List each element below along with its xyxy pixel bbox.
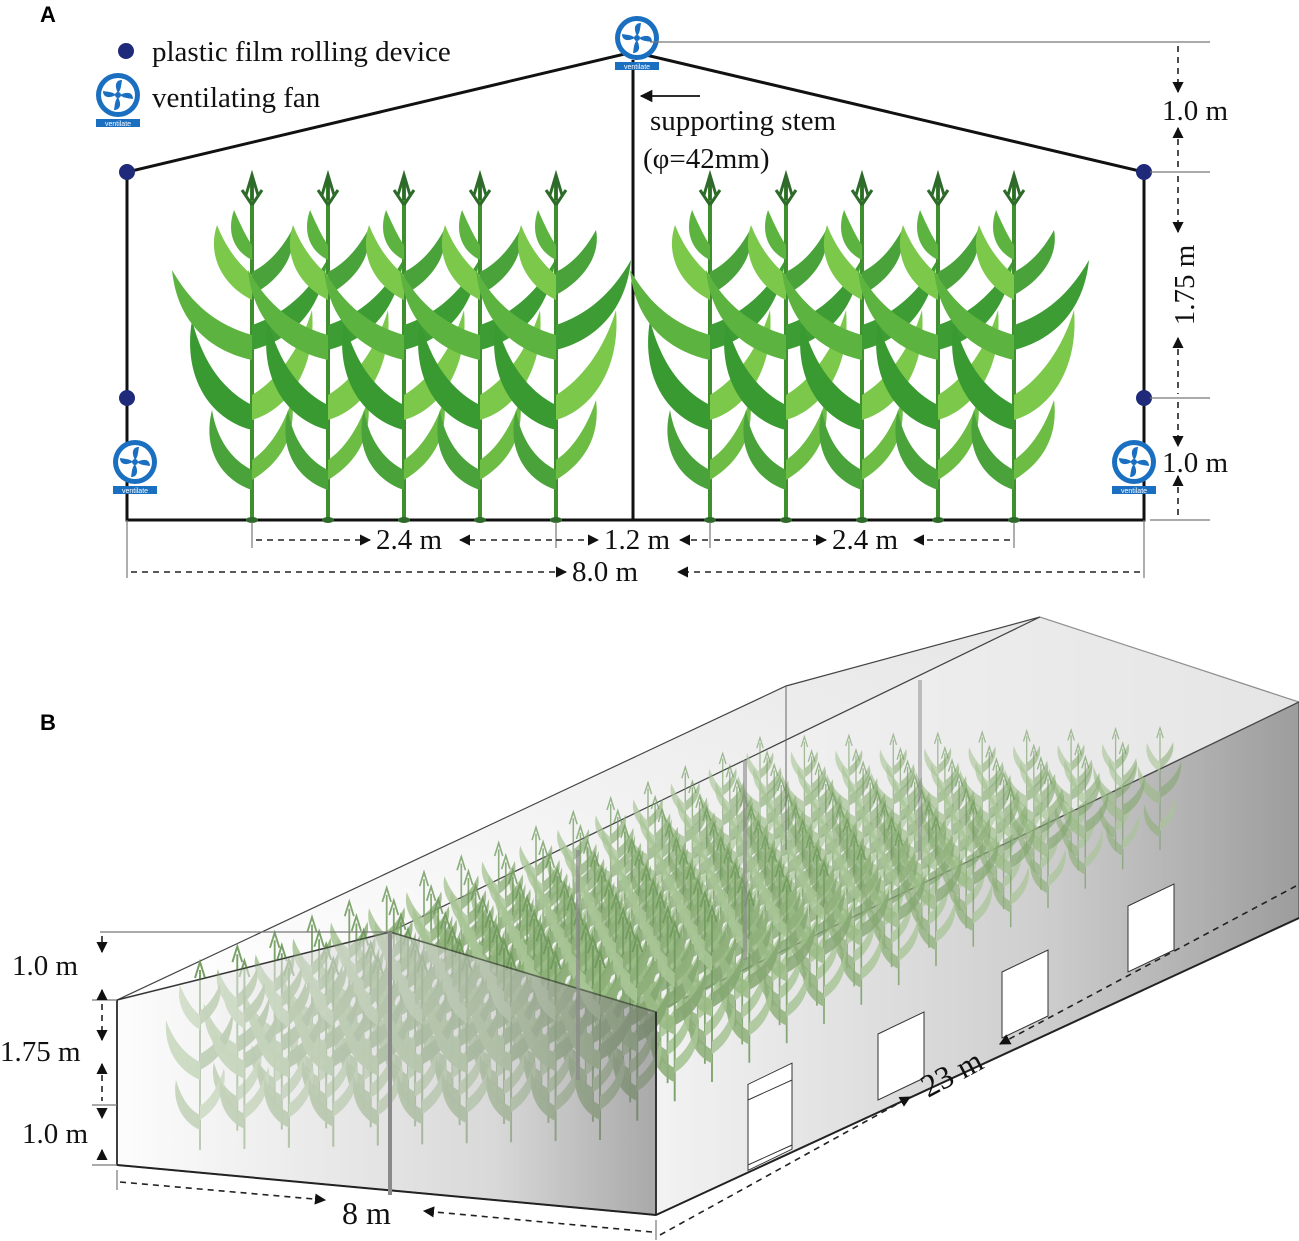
legend-rolling-device-dot <box>118 43 134 59</box>
rolling-device-dot-left-mid <box>119 390 135 406</box>
panel-label-b: B <box>40 710 56 735</box>
front-mid-height: 1.75 m <box>1169 244 1201 325</box>
maize-plant <box>932 173 1091 525</box>
side-panel <box>1001 949 1049 1039</box>
rolling-device-dot-left-top <box>119 164 135 180</box>
ridge-fan-icon: ventilate <box>615 16 659 71</box>
front-row-span-right: 2.4 m <box>832 524 899 556</box>
front-base-height: 1.0 m <box>1162 447 1229 479</box>
stem-diameter-label: (φ=42mm) <box>643 143 770 175</box>
persp-ridge-height: 1.0 m <box>12 950 79 982</box>
front-center-gap: 1.2 m <box>604 524 671 556</box>
maize-row-left <box>170 173 633 525</box>
fan-caption: ventilate <box>105 121 131 128</box>
side-panel <box>1127 883 1175 973</box>
rolling-device-dot-right-mid <box>1136 390 1152 406</box>
legend-rolling-device-label: plastic film rolling device <box>152 36 451 68</box>
greenhouse-frame <box>125 50 1146 522</box>
left-fan-caption: ventilate <box>122 488 148 495</box>
right-fan-caption: ventilate <box>1121 488 1147 495</box>
persp-width: 8 m <box>342 1195 391 1231</box>
persp-base-height: 1.0 m <box>22 1118 89 1150</box>
panel-label-a: A <box>40 2 56 27</box>
persp-mid-height: 1.75 m <box>0 1036 81 1068</box>
legend-fan-icon: ventilate <box>96 73 140 128</box>
side-panel <box>877 1011 925 1101</box>
legend-fan-label: ventilating fan <box>152 82 321 114</box>
rolling-device-dot-right-top <box>1136 164 1152 180</box>
front-total-width: 8.0 m <box>572 556 639 588</box>
front-ridge-height: 1.0 m <box>1162 95 1229 127</box>
front-row-span-left: 2.4 m <box>376 524 443 556</box>
ridge-fan-caption: ventilate <box>624 64 650 71</box>
stem-label: supporting stem <box>650 105 837 137</box>
left-fan-icon: ventilate <box>113 440 157 495</box>
right-fan-icon: ventilate <box>1112 440 1156 495</box>
maize-plant <box>474 173 633 525</box>
side-panel <box>747 1079 793 1166</box>
maize-row-right <box>628 173 1091 525</box>
